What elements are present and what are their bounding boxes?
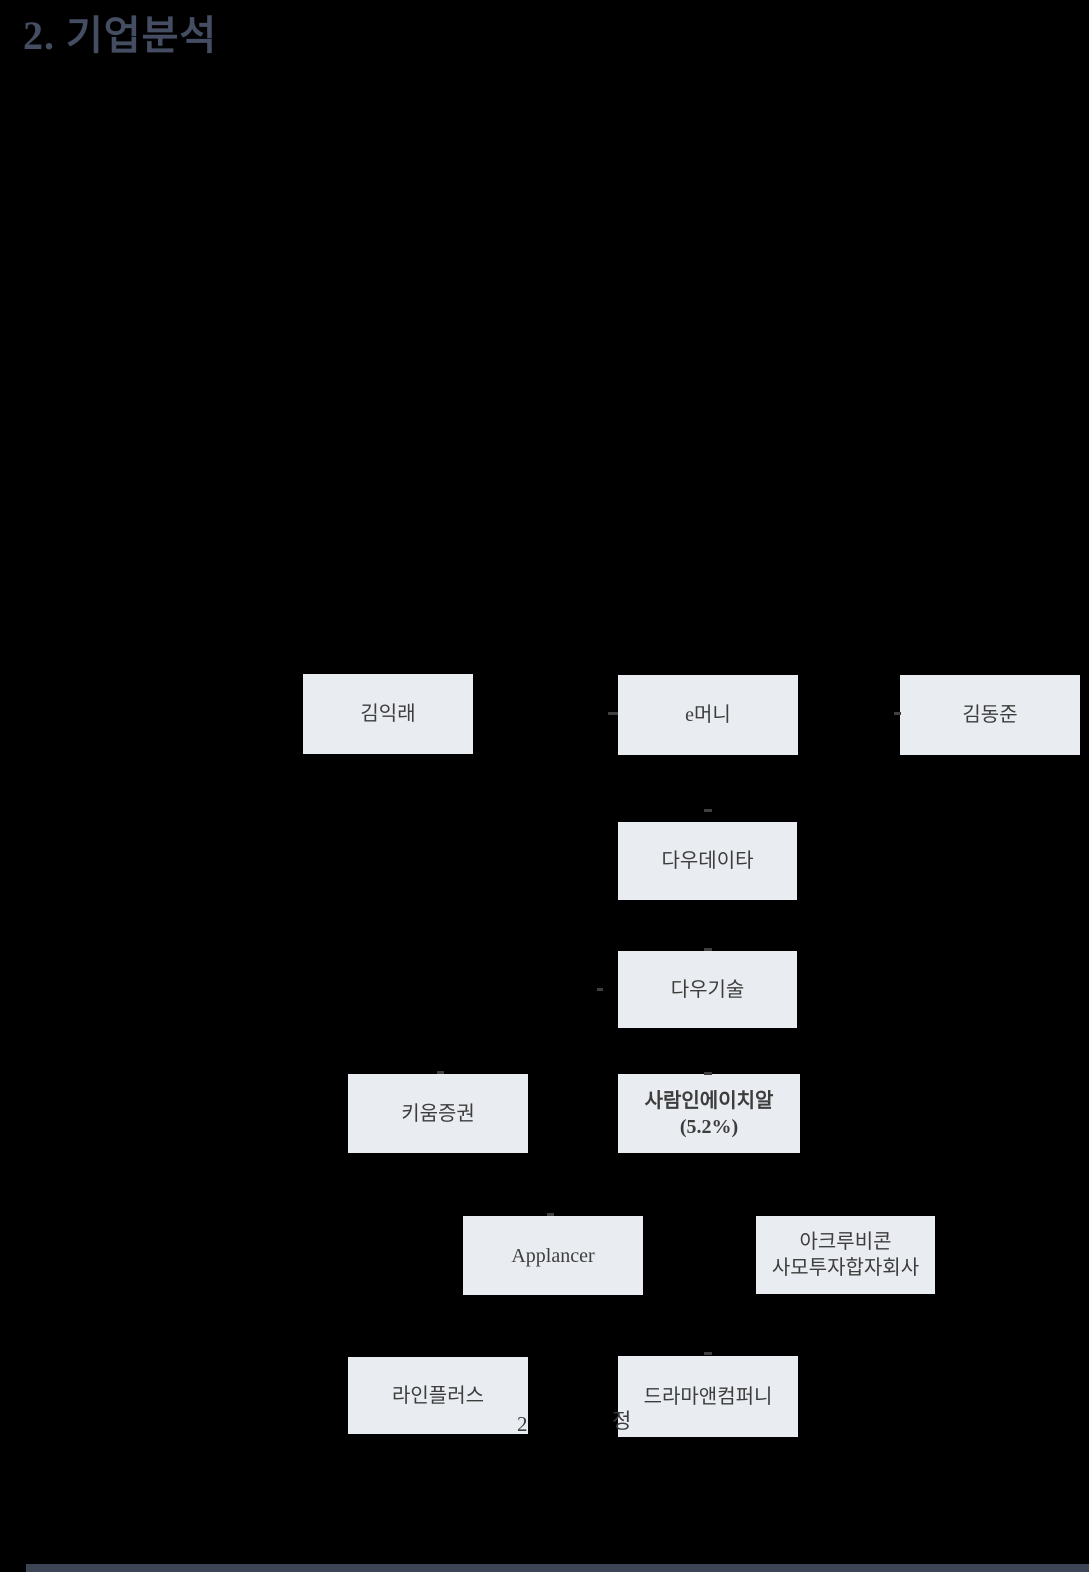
- org-node-saramin-hr: 사람인에이치알 (5.2%): [618, 1074, 800, 1153]
- page-title: 2. 기업분석: [23, 13, 218, 58]
- connector-line-fragment: [437, 1071, 444, 1074]
- org-node-label: 다우기술: [670, 978, 745, 1001]
- org-node-label: (5.2%): [679, 1115, 739, 1138]
- org-node-label: 키움증권: [401, 1102, 475, 1125]
- org-node-label: 라인플러스: [392, 1384, 484, 1407]
- org-node-label: 김동준: [962, 704, 1018, 726]
- connector-line-fragment: [704, 1072, 712, 1075]
- org-node-e-money: e머니: [618, 675, 798, 755]
- org-node-applancer: Applancer: [463, 1216, 643, 1295]
- caption-text-fragment: 정: [612, 1409, 632, 1433]
- connector-line-fragment: [704, 1352, 712, 1355]
- org-node-label: 사모투자합자회사: [771, 1257, 920, 1279]
- org-node-kim-ik-rae: 김익래: [303, 674, 473, 754]
- org-node-label: Applancer: [511, 1244, 595, 1267]
- org-node-kim-dong-jun: 김동준: [900, 675, 1080, 755]
- caption-text-fragment: 2: [517, 1412, 528, 1436]
- org-node-label: 다우데이타: [661, 850, 754, 872]
- org-node-daou-tech: 다우기술: [618, 951, 797, 1028]
- connector-line-fragment: [894, 712, 901, 715]
- connector-line-fragment: [704, 948, 712, 951]
- connector-line-fragment: [597, 988, 603, 991]
- connector-line-fragment: [704, 809, 712, 812]
- connector-line-fragment: [547, 1213, 554, 1216]
- org-node-label: 사람인에이치알: [644, 1089, 774, 1112]
- connector-line-fragment: [608, 712, 618, 715]
- org-node-daou-data: 다우데이타: [618, 822, 797, 900]
- org-node-label: 드라마앤컴퍼니: [643, 1385, 773, 1408]
- footer-divider-bar: [26, 1564, 1089, 1572]
- org-node-label: 아크루비콘: [799, 1231, 892, 1253]
- org-node-label: 김익래: [360, 703, 416, 725]
- org-node-kiwoom-securities: 키움증권: [348, 1074, 528, 1153]
- org-node-drama-and-company: 드라마앤컴퍼니: [618, 1356, 798, 1437]
- org-node-label: e머니: [685, 704, 731, 726]
- org-node-line-plus: 라인플러스: [348, 1357, 528, 1434]
